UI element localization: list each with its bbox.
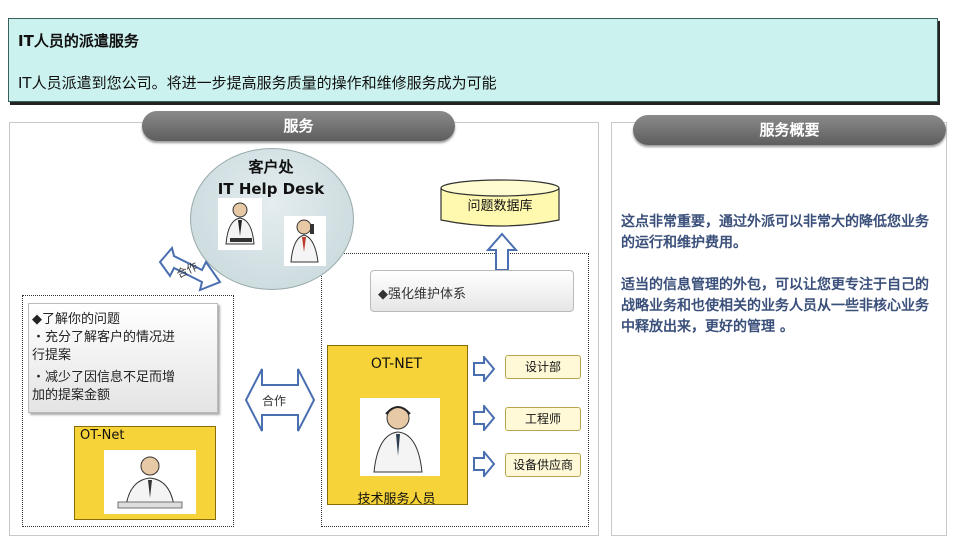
understand-line-2: ・充分了解客户的情况进	[32, 330, 176, 345]
writing-person-icon	[104, 450, 196, 514]
client-dotted-region	[22, 295, 234, 527]
tech-service-staff-label: 技术服务人员	[357, 492, 436, 507]
otnet-dotted-region	[321, 253, 589, 527]
up-arrow-icon	[486, 232, 518, 271]
otnet-right-label: OT-NET	[370, 356, 423, 372]
cooperation-label-horizontal: 合作	[262, 394, 287, 408]
understand-line-5: 加的提案金额	[32, 388, 111, 403]
client-circle	[190, 148, 354, 290]
reinforce-maintenance-box	[370, 270, 574, 312]
right-arrow-icon	[473, 356, 496, 382]
overview-paragraph-2: 适当的信息管理的外包，可以让您更专注于自己的战略业务和也使相关的业务人员从一些非…	[621, 277, 929, 335]
overview-paragraph-1: 这点非常重要，通过外派可以非常大的降低您业务的运行和维护费用。	[621, 214, 929, 251]
helpdesk-person-phone-icon	[284, 216, 326, 266]
overview-panel	[611, 122, 947, 536]
destination-design-department: 设计部	[505, 355, 581, 379]
cooperation-double-arrow-icon	[244, 368, 316, 432]
otnet-left-label: OT-Net	[80, 428, 125, 443]
destination-equipment-supplier: 设备供应商	[505, 453, 581, 477]
reinforce-label: ◆强化维护体系	[378, 287, 466, 302]
client-title: 客户处	[248, 158, 294, 176]
understand-line-3: 行提案	[32, 348, 72, 363]
overview-header: 服务概要	[633, 115, 946, 145]
headset-technician-icon	[360, 398, 440, 476]
banner-title: IT人员的派遣服务	[18, 32, 139, 50]
right-arrow-icon	[473, 405, 496, 431]
helpdesk-person-icon	[218, 198, 262, 250]
cooperation-diagonal-arrow-icon	[158, 245, 222, 292]
understand-problem-box	[28, 303, 218, 413]
database-label: 问题数据库	[467, 199, 533, 214]
database-cylinder-icon	[440, 179, 560, 227]
top-banner	[8, 18, 938, 102]
right-arrow-icon	[473, 451, 496, 477]
understand-line-1: ◆了解你的问题	[32, 312, 120, 327]
understand-line-4: ・减少了因信息不足而增	[32, 370, 176, 385]
overview-text: 这点非常重要，通过外派可以非常大的降低您业务的运行和维护费用。 适当的信息管理的…	[621, 212, 931, 359]
banner-description: IT人员派遣到您公司。将进一步提高服务质量的操作和维修服务成为可能	[18, 74, 497, 92]
client-subtitle: IT Help Desk	[217, 180, 325, 198]
service-header: 服务	[142, 111, 455, 141]
destination-engineer: 工程师	[505, 407, 581, 431]
